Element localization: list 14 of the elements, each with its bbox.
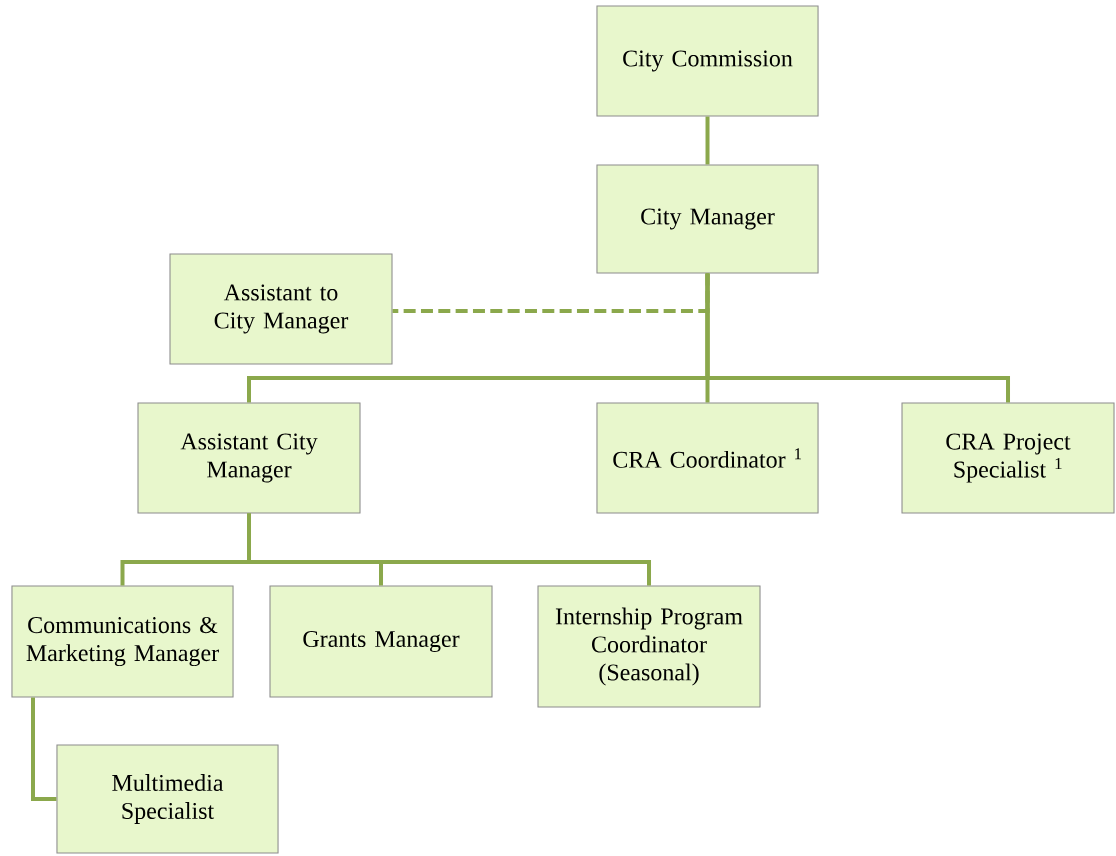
connector-line <box>31 697 57 801</box>
org-box: Grants Manager <box>269 585 493 698</box>
connector-line <box>705 116 710 165</box>
org-box: Communications & Marketing Manager <box>11 585 234 698</box>
connector-line <box>705 273 1010 403</box>
org-box: Assistant City Manager <box>137 402 361 514</box>
org-box: Assistant to City Manager <box>169 253 393 365</box>
org-box: City Manager <box>596 164 819 274</box>
org-box: Multimedia Specialist <box>56 744 279 854</box>
connector-line <box>247 513 651 586</box>
org-box: Internship Program Coordinator (Seasonal) <box>537 585 761 708</box>
org-box: CRA Project Specialist $^{1}$ <box>901 402 1115 514</box>
org-box: CRA Coordinator $^{1}$ <box>596 402 819 514</box>
org-box: City Commission <box>596 5 819 117</box>
